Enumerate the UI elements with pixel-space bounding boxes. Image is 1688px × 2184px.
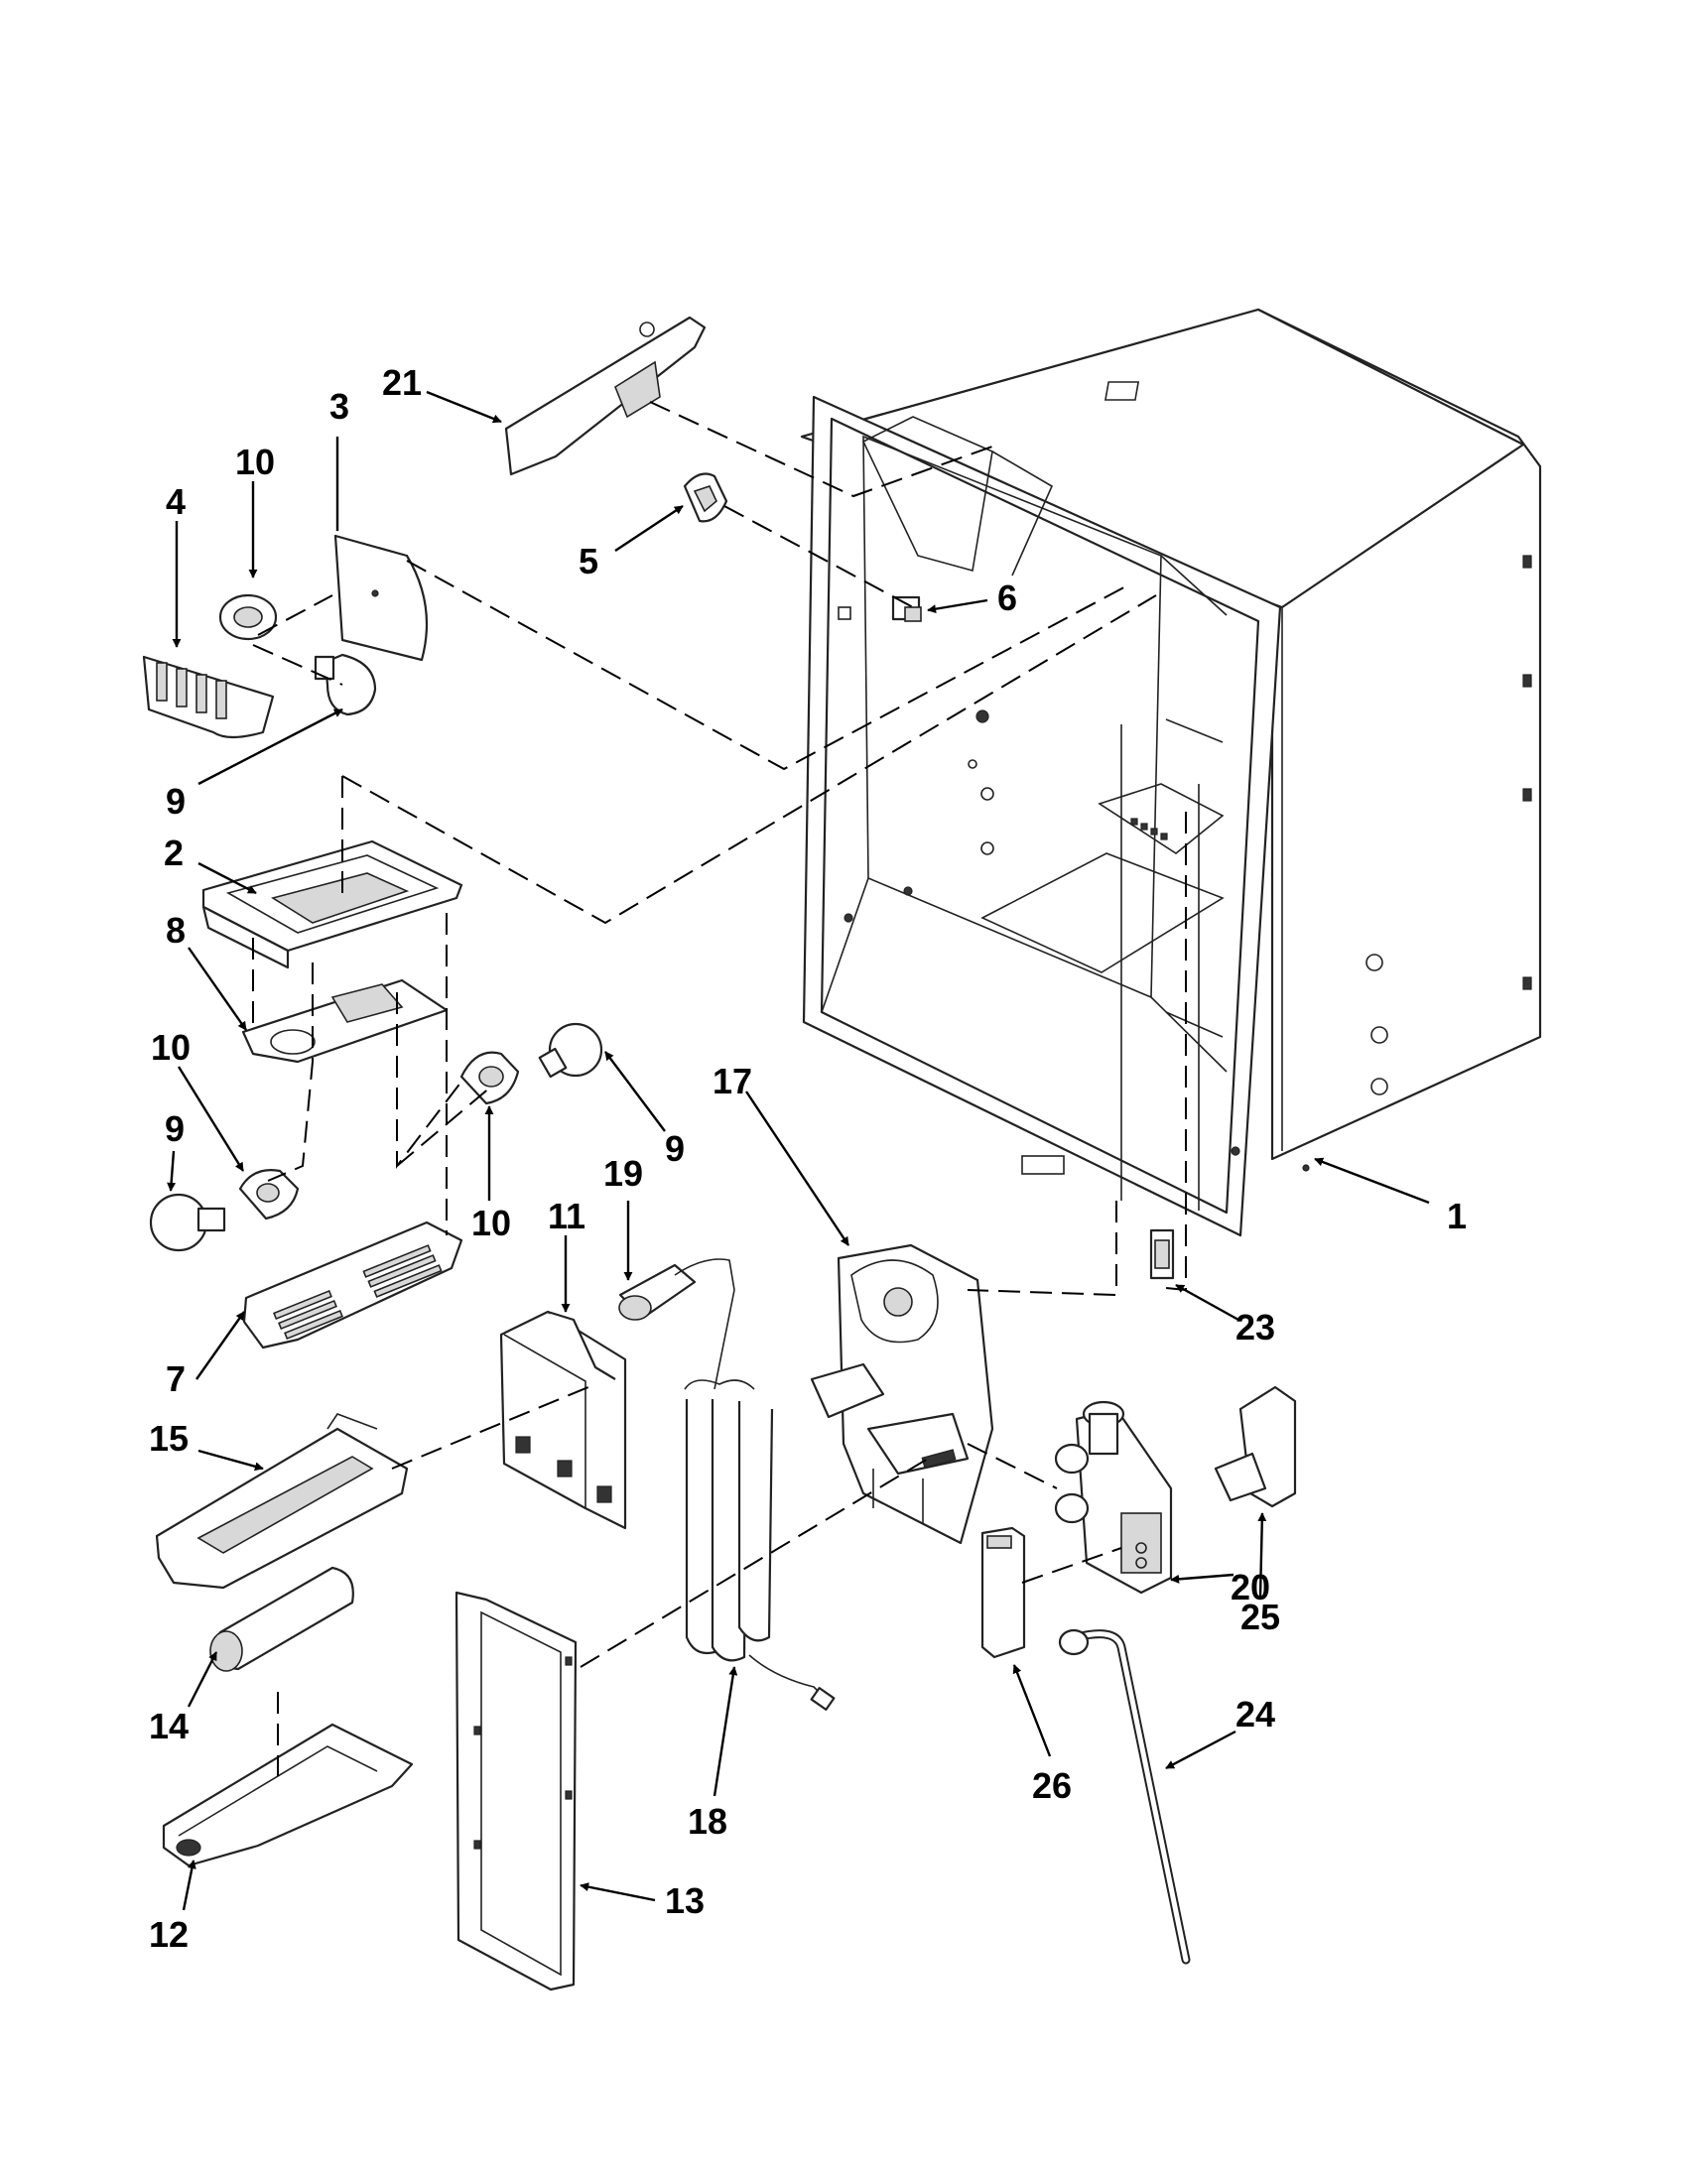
part-3-shield [333, 534, 429, 662]
assembly-lines [252, 401, 1187, 1776]
callout-3: 3 [329, 386, 349, 427]
callout-12: 12 [149, 1914, 189, 1955]
part-24-water-tube [1058, 1628, 1191, 1965]
part-26-clip [980, 1526, 1026, 1659]
leader-lines [167, 390, 1430, 1911]
callout-2: 2 [164, 833, 184, 873]
part-23-switch [1149, 1228, 1175, 1280]
callout-5: 5 [579, 541, 598, 581]
part-19-thermistor [618, 1258, 735, 1321]
callout-18: 18 [688, 1801, 727, 1842]
callout-10-top: 10 [235, 442, 275, 482]
part-9-bulb-mid [538, 1022, 603, 1079]
part-21-duct [504, 316, 707, 476]
callout-11: 11 [548, 1196, 585, 1236]
callout-19: 19 [603, 1153, 643, 1194]
callout-23: 23 [1235, 1307, 1275, 1348]
callout-21: 21 [382, 362, 422, 403]
part-13-panel [454, 1591, 578, 1991]
part-1-liner [800, 308, 1542, 1237]
callout-9-mid: 9 [665, 1128, 685, 1169]
part-10-socket-top [218, 593, 278, 641]
part-25-bracket [1214, 1385, 1297, 1508]
callout-15: 15 [149, 1418, 189, 1459]
part-6-clip [891, 595, 922, 622]
part-15-bypass-housing [155, 1413, 409, 1590]
part-14-filter [209, 1566, 354, 1672]
callout-9-left: 9 [165, 1108, 185, 1149]
callout-25: 25 [1240, 1597, 1280, 1637]
callout-8: 8 [166, 910, 186, 951]
callout-17: 17 [713, 1061, 752, 1101]
callout-26: 26 [1032, 1765, 1072, 1806]
part-7-grille [242, 1220, 463, 1349]
callout-20: 20 [1231, 1567, 1270, 1607]
callout-7: 7 [166, 1358, 186, 1399]
callout-13: 13 [665, 1880, 705, 1921]
part-9-bulb-left [149, 1193, 226, 1252]
callout-10-left: 10 [151, 1027, 191, 1068]
part-12-filter-door [162, 1723, 414, 1867]
part-10-socket-left [238, 1169, 300, 1220]
part-17-dispenser-housing [810, 1243, 994, 1545]
callout-1: 1 [1447, 1196, 1467, 1236]
callout-24: 24 [1235, 1694, 1275, 1734]
part-11-bracket [499, 1310, 627, 1530]
callout-4: 4 [166, 481, 186, 522]
part-8-lens [241, 978, 449, 1064]
part-5-switch [683, 472, 728, 523]
part-20-water-valve [1054, 1400, 1173, 1595]
part-4-lamp-cover [142, 655, 275, 739]
part-18-tubing [684, 1289, 836, 1711]
part-9-bulb-top [314, 653, 377, 716]
part-2-housing [201, 839, 463, 969]
part-10-socket-mid [459, 1051, 520, 1105]
callout-10-mid: 10 [471, 1203, 511, 1243]
callout-14: 14 [149, 1706, 189, 1746]
callout-9-top: 9 [166, 781, 186, 822]
callout-6: 6 [997, 578, 1017, 618]
callout-labels: 1 2 3 4 5 6 7 8 9 9 9 10 10 10 11 12 13 … [149, 362, 1467, 1955]
